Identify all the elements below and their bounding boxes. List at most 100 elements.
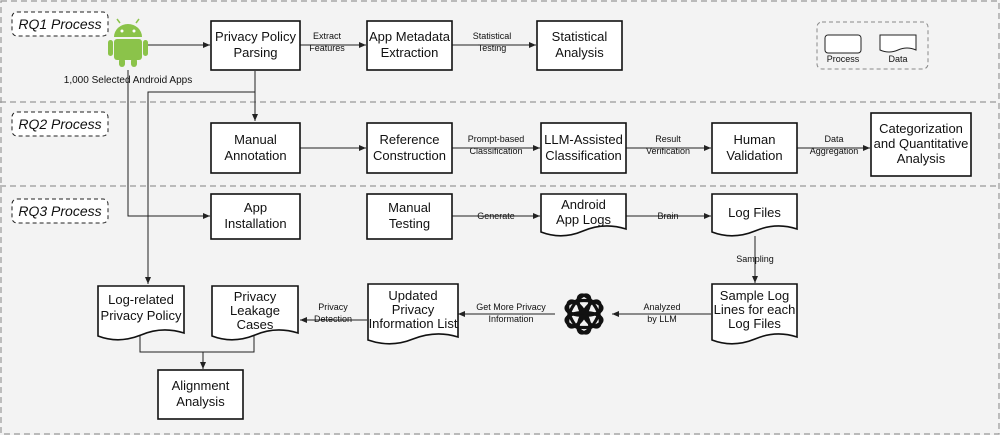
svg-text:Brain: Brain bbox=[657, 211, 678, 221]
svg-text:Parsing: Parsing bbox=[233, 45, 277, 60]
svg-text:Statistical: Statistical bbox=[473, 31, 512, 41]
edge-label-brain: Brain bbox=[657, 211, 678, 221]
svg-text:Sample Log: Sample Log bbox=[720, 288, 789, 303]
svg-text:RQ1 Process: RQ1 Process bbox=[18, 16, 101, 32]
edge-label-result-verification: Result Verification bbox=[646, 134, 690, 156]
svg-text:Get More Privacy: Get More Privacy bbox=[476, 302, 546, 312]
svg-text:Reference: Reference bbox=[380, 132, 440, 147]
node-privacy-policy-parsing: Privacy Policy Parsing bbox=[210, 20, 301, 71]
edge-label-data-aggregation: Data Aggregation bbox=[810, 134, 859, 156]
edges bbox=[127, 42, 870, 369]
node-statistical-analysis: Statistical Analysis bbox=[536, 20, 623, 71]
openai-logo-icon bbox=[564, 293, 604, 335]
svg-text:Manual: Manual bbox=[388, 200, 431, 215]
node-manual-testing: Manual Testing bbox=[366, 193, 453, 240]
edge-label-sampling: Sampling bbox=[736, 254, 774, 264]
svg-text:Analyzed: Analyzed bbox=[643, 302, 680, 312]
node-log-files: Log Files bbox=[711, 193, 798, 237]
node-updated-privacy-list: Updated Privacy Information List bbox=[367, 283, 459, 345]
edge-label-analyzed-by-llm: Analyzed by LLM bbox=[643, 302, 680, 324]
svg-text:Log Files: Log Files bbox=[728, 205, 781, 220]
svg-text:Extract: Extract bbox=[313, 31, 342, 41]
node-llm-assisted-classification: LLM-Assisted Classification bbox=[540, 122, 627, 174]
svg-text:Human: Human bbox=[734, 132, 776, 147]
edge-label-statistical-testing: Statistical Testing bbox=[473, 31, 512, 53]
node-categorization-analysis: Categorization and Quantitative Analysis bbox=[870, 112, 972, 177]
svg-text:Log Files: Log Files bbox=[728, 316, 781, 331]
svg-text:Analysis: Analysis bbox=[897, 151, 946, 166]
svg-text:Detection: Detection bbox=[314, 314, 352, 324]
android-robot-icon bbox=[108, 18, 148, 67]
node-reference-construction: Reference Construction bbox=[366, 122, 453, 174]
svg-text:Statistical: Statistical bbox=[552, 29, 608, 44]
svg-text:Privacy Policy: Privacy Policy bbox=[215, 29, 296, 44]
svg-text:Analysis: Analysis bbox=[176, 394, 225, 409]
svg-text:Validation: Validation bbox=[726, 148, 782, 163]
section-label-rq3: RQ3 Process bbox=[11, 198, 109, 224]
legend: Process Data bbox=[816, 21, 929, 70]
svg-text:RQ3 Process: RQ3 Process bbox=[18, 203, 101, 219]
legend-process-shape bbox=[824, 34, 862, 54]
svg-text:Verification: Verification bbox=[646, 146, 690, 156]
svg-text:Alignment: Alignment bbox=[172, 378, 230, 393]
svg-text:Features: Features bbox=[309, 43, 345, 53]
node-human-validation: Human Validation bbox=[711, 122, 798, 174]
edge-label-get-more-info: Get More Privacy Information bbox=[476, 302, 546, 324]
svg-text:Lines for each: Lines for each bbox=[714, 302, 796, 317]
svg-text:Log-related: Log-related bbox=[108, 292, 174, 307]
svg-text:App Logs: App Logs bbox=[556, 212, 611, 227]
svg-text:Aggregation: Aggregation bbox=[810, 146, 859, 156]
svg-text:Sampling: Sampling bbox=[736, 254, 774, 264]
svg-text:Privacy Policy: Privacy Policy bbox=[101, 308, 182, 323]
svg-text:Data: Data bbox=[824, 134, 843, 144]
svg-text:Result: Result bbox=[655, 134, 681, 144]
svg-text:Updated: Updated bbox=[388, 288, 437, 303]
svg-text:Extraction: Extraction bbox=[381, 45, 439, 60]
svg-text:Manual: Manual bbox=[234, 132, 277, 147]
svg-text:Classification: Classification bbox=[469, 146, 522, 156]
node-app-metadata-extraction: App Metadata Extraction bbox=[366, 20, 453, 71]
svg-text:Privacy: Privacy bbox=[392, 302, 435, 317]
svg-text:App: App bbox=[244, 200, 267, 215]
edge-label-generate: Generate bbox=[477, 211, 515, 221]
svg-text:Leakage: Leakage bbox=[230, 303, 280, 318]
legend-data-shape bbox=[879, 34, 917, 53]
rq2-section bbox=[0, 102, 1000, 186]
edge-label-prompt-based: Prompt-based Classification bbox=[468, 134, 525, 156]
section-label-rq2: RQ2 Process bbox=[11, 111, 109, 137]
node-app-installation: App Installation bbox=[210, 193, 301, 240]
svg-text:LLM-Assisted: LLM-Assisted bbox=[544, 132, 623, 147]
edge-label-extract-features: Extract Features bbox=[309, 31, 345, 53]
svg-text:Construction: Construction bbox=[373, 148, 446, 163]
svg-text:Android: Android bbox=[561, 197, 606, 212]
legend-process-label: Process bbox=[827, 54, 860, 64]
node-android-app-logs: Android App Logs bbox=[540, 193, 627, 237]
svg-text:and Quantitative: and Quantitative bbox=[874, 136, 969, 151]
svg-text:Testing: Testing bbox=[389, 216, 430, 231]
node-alignment-analysis: Alignment Analysis bbox=[157, 369, 244, 420]
svg-text:RQ2 Process: RQ2 Process bbox=[18, 116, 101, 132]
legend-data-label: Data bbox=[888, 54, 907, 64]
svg-text:Generate: Generate bbox=[477, 211, 515, 221]
section-label-rq1: RQ1 Process bbox=[11, 11, 109, 37]
svg-text:by LLM: by LLM bbox=[647, 314, 677, 324]
svg-text:Cases: Cases bbox=[237, 317, 274, 332]
svg-text:Categorization: Categorization bbox=[879, 121, 963, 136]
svg-text:Privacy: Privacy bbox=[234, 289, 277, 304]
node-manual-annotation: Manual Annotation bbox=[210, 122, 301, 174]
node-log-related-policy: Log-related Privacy Policy bbox=[97, 285, 185, 341]
svg-text:Analysis: Analysis bbox=[555, 45, 604, 60]
svg-text:Annotation: Annotation bbox=[224, 148, 286, 163]
node-sample-log-lines: Sample Log Lines for each Log Files bbox=[711, 283, 798, 345]
svg-text:Installation: Installation bbox=[224, 216, 286, 231]
edge-label-privacy-detection: Privacy Detection bbox=[314, 302, 352, 324]
svg-text:Prompt-based: Prompt-based bbox=[468, 134, 525, 144]
svg-text:Privacy: Privacy bbox=[318, 302, 348, 312]
svg-text:App Metadata: App Metadata bbox=[369, 29, 451, 44]
node-privacy-leakage-cases: Privacy Leakage Cases bbox=[211, 285, 299, 341]
svg-text:Testing: Testing bbox=[478, 43, 507, 53]
svg-text:Information List: Information List bbox=[369, 316, 458, 331]
svg-text:Information: Information bbox=[488, 314, 533, 324]
